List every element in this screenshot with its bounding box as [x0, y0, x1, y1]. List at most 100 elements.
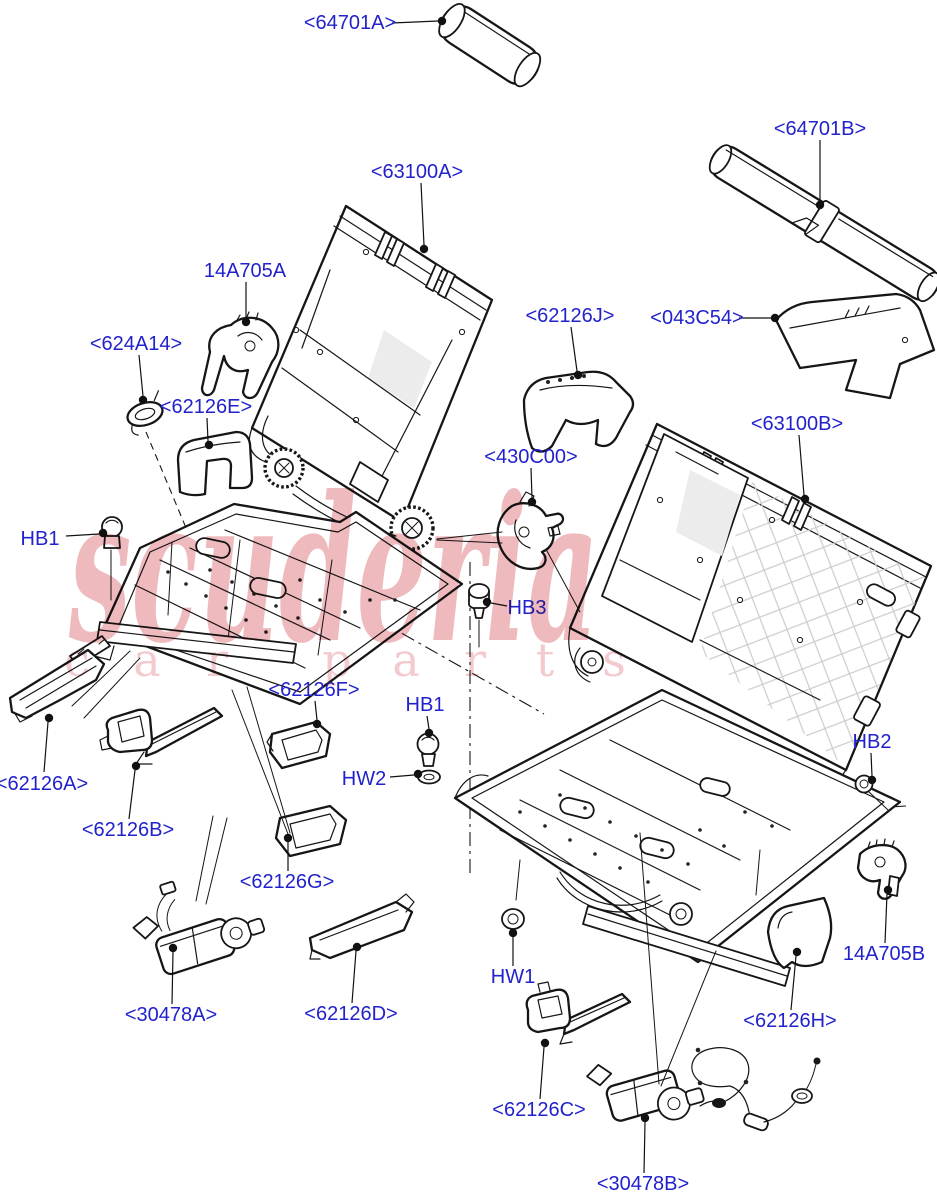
part-label-62126A[interactable]: <62126A>	[0, 773, 88, 795]
leader-line-430C00	[530, 467, 533, 499]
part-430C00-latch	[496, 491, 565, 571]
leader-line-30478B	[643, 1121, 646, 1174]
leader-dot-HB1b	[424, 728, 434, 738]
leader-dot-HB3	[482, 597, 492, 607]
leader-line-HB3	[490, 602, 508, 607]
part-label-HB3[interactable]: HB3	[508, 597, 547, 619]
part-label-HW1[interactable]: HW1	[491, 966, 535, 988]
part-label-HB1b[interactable]: HB1	[406, 694, 445, 716]
part-62126F-bracket	[266, 720, 332, 770]
leader-line-62126D	[351, 950, 357, 1004]
fastener-HB3-bolt	[468, 583, 490, 648]
seat-back-frame-right	[568, 422, 933, 772]
leader-line-HB1a	[65, 533, 100, 537]
leader-line-624A14	[138, 354, 144, 397]
leader-line-62126B	[128, 769, 136, 820]
leader-line-62126C	[539, 1046, 545, 1100]
fastener-HW1-washer	[501, 908, 525, 930]
leader-dot-64701B	[815, 200, 825, 210]
part-64701B-tube	[708, 144, 937, 303]
leader-dot-62126D	[352, 942, 362, 952]
part-62126E-finisher	[176, 430, 254, 497]
part-14A705B-clamp	[856, 838, 907, 900]
leader-line-30478A	[171, 951, 174, 1005]
part-label-62126B[interactable]: <62126B>	[82, 819, 174, 841]
leader-line-64701A	[391, 20, 439, 24]
seat-back-frame-left	[250, 204, 494, 524]
leader-dot-62126A	[44, 713, 54, 723]
part-043C54-panel	[774, 292, 936, 400]
leader-dot-62126G	[283, 833, 293, 843]
leader-dot-62126C	[540, 1038, 550, 1048]
fastener-HB1-center-bolt	[416, 732, 440, 767]
leader-dot-14A705B	[883, 885, 893, 895]
part-30478A-motor	[132, 880, 266, 976]
leader-dot-62126B	[131, 761, 141, 771]
part-label-HB1a[interactable]: HB1	[21, 528, 60, 550]
part-64701A-roller	[438, 3, 542, 88]
leader-line-HB1b	[426, 715, 430, 730]
part-label-63100A[interactable]: <63100A>	[371, 161, 463, 183]
part-label-624A14[interactable]: <624A14>	[90, 333, 182, 355]
leader-dot-62126F	[312, 719, 322, 729]
part-label-043C54[interactable]: <043C54>	[650, 307, 743, 329]
part-label-64701A[interactable]: <64701A>	[304, 12, 396, 34]
seat-base-frame-right	[453, 688, 902, 987]
leader-dot-HB2	[867, 775, 877, 785]
leader-line-62126A	[43, 721, 49, 773]
part-62126D-rail	[308, 893, 415, 960]
leader-dot-63100B	[800, 494, 810, 504]
leader-line-62126F	[314, 700, 318, 721]
part-label-63100B[interactable]: <63100B>	[751, 413, 843, 435]
part-62126C-rail	[525, 981, 632, 1045]
part-label-30478A[interactable]: <30478A>	[125, 1004, 217, 1026]
leader-line-HW2	[389, 774, 415, 778]
part-label-14A705B[interactable]: 14A705B	[843, 943, 925, 965]
part-62126A-rail	[8, 635, 111, 723]
leader-dot-14A705A	[241, 317, 251, 327]
part-30478B-cable	[691, 1047, 821, 1132]
part-label-HW2[interactable]: HW2	[342, 768, 386, 790]
part-62126J-finisher	[522, 370, 635, 453]
part-label-30478B[interactable]: <30478B>	[597, 1173, 689, 1195]
part-62126B-rail	[99, 706, 224, 765]
leader-dot-HW1	[508, 928, 518, 938]
part-label-62126C[interactable]: <62126C>	[492, 1099, 585, 1121]
leader-dot-043C54	[770, 313, 780, 323]
leader-dot-64701A	[437, 16, 447, 26]
part-label-62126H[interactable]: <62126H>	[743, 1010, 836, 1032]
part-label-62126E[interactable]: <62126E>	[160, 396, 252, 418]
leader-dot-63100A	[419, 244, 429, 254]
leader-dot-430C00	[527, 497, 537, 507]
seat-base-frame-left	[89, 502, 464, 706]
part-label-62126F[interactable]: <62126F>	[268, 679, 359, 701]
part-label-14A705A[interactable]: 14A705A	[204, 260, 287, 282]
part-label-62126D[interactable]: <62126D>	[304, 1003, 397, 1025]
leader-line-62126H	[790, 955, 797, 1011]
fastener-HW2-washer	[417, 769, 441, 785]
part-label-64701B[interactable]: <64701B>	[774, 118, 866, 140]
leader-line-62126E	[206, 417, 209, 442]
part-30478B-motor	[586, 1063, 705, 1122]
leader-line-63100A	[420, 182, 425, 246]
leader-dot-62126J	[573, 370, 583, 380]
leader-line-62126J	[570, 326, 578, 372]
part-624A14-clip	[126, 390, 164, 436]
part-62126G-bracket	[274, 804, 348, 858]
leader-dot-62126H	[792, 947, 802, 957]
part-label-430C00[interactable]: <430C00>	[484, 446, 577, 468]
part-14A705A-clamp	[200, 311, 280, 400]
leader-line-14A705B	[884, 893, 888, 944]
recliner-hinge-left-unit	[248, 415, 435, 551]
pointer-lines	[71, 531, 717, 1087]
leader-dot-30478A	[168, 943, 178, 953]
leader-dot-HW2	[413, 769, 423, 779]
leader-line-HB2	[870, 752, 873, 777]
part-label-62126G[interactable]: <62126G>	[240, 871, 335, 893]
leader-line-63100B	[798, 434, 805, 496]
leader-dot-30478B	[640, 1113, 650, 1123]
part-label-HB2[interactable]: HB2	[853, 731, 892, 753]
part-62126H-finisher	[766, 896, 833, 970]
part-label-62126J[interactable]: <62126J>	[526, 305, 615, 327]
